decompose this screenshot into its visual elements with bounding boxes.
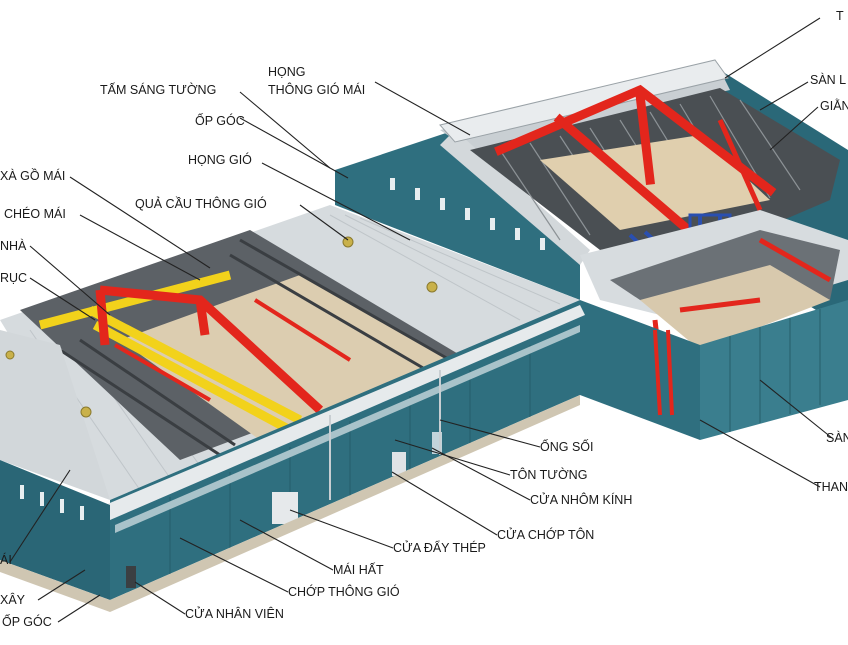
label-hong-gio: HỌNG GIÓ xyxy=(188,152,252,167)
right-wing-wall-panels xyxy=(729,309,821,432)
label-tam-sang-tuong: TẤM SÁNG TƯỜNG xyxy=(100,82,216,97)
left-roof xyxy=(0,330,110,500)
shutter-door xyxy=(392,452,406,476)
right-wing-floor xyxy=(640,265,830,350)
main-wall-panels xyxy=(169,345,531,575)
label-op-goc-top: ỐP GÓC xyxy=(195,113,245,128)
label-cua-chop-ton: CỬA CHỚP TÔN xyxy=(497,527,594,542)
vent-ball-icon xyxy=(342,236,354,248)
main-purlins xyxy=(59,238,451,457)
label-than-right: THAN xyxy=(814,480,848,494)
left-end-wall xyxy=(0,460,110,600)
leader-lines xyxy=(9,17,833,623)
high-bay-roof-front xyxy=(440,130,590,265)
label-mai-hat: MÁI HẤT xyxy=(333,562,384,577)
high-bay-front-wall xyxy=(335,130,580,300)
ventilation-ball-icons xyxy=(5,236,438,418)
label-hong-thong-gio-mai-1: HỌNG xyxy=(268,65,306,79)
left-end-windows xyxy=(20,485,84,520)
downspouts xyxy=(329,370,441,500)
mezzanine-floor xyxy=(540,135,770,230)
high-bay-red-frames xyxy=(494,84,777,247)
overhead-crane xyxy=(38,270,303,434)
label-san-l: SÀN L xyxy=(810,72,846,87)
label-cua-day-thep: CỬA ĐẨY THÉP xyxy=(393,540,486,555)
label-chop-thong-gio: CHỚP THÔNG GIÓ xyxy=(288,584,400,599)
label-qua-cau-thong-gio: QUẢ CẦU THÔNG GIÓ xyxy=(135,196,267,211)
label-hong-thong-gio-mai-2: THÔNG GIÓ MÁI xyxy=(268,82,365,97)
vent-ball-icon xyxy=(5,350,15,360)
high-bay-building xyxy=(335,59,848,440)
staff-door xyxy=(126,566,136,588)
label-cua-nhan-vien: CỬA NHÂN VIÊN xyxy=(185,606,284,621)
label-san-right: SÀN xyxy=(826,430,848,445)
right-wing-side-wall xyxy=(700,300,848,440)
label-ai-left: ÁI xyxy=(0,552,12,567)
glass-door xyxy=(432,432,442,454)
main-red-frames xyxy=(95,285,324,414)
labels: HỌNG THÔNG GIÓ MÁI TẤM SÁNG TƯỜNG ỐP GÓC… xyxy=(0,9,848,629)
label-nha: NHÀ xyxy=(0,238,27,253)
canopy-roof xyxy=(105,305,585,520)
label-ton-tuong: TÔN TƯỜNG xyxy=(510,467,587,482)
red-stair-ladder xyxy=(653,329,674,416)
ridge-vent xyxy=(439,59,729,143)
label-op-goc-bottom: ỐP GÓC xyxy=(2,614,52,629)
vent-ball-icon xyxy=(426,281,438,293)
label-xay-left: XÂY xyxy=(0,592,26,607)
main-bracing xyxy=(113,298,352,402)
steel-sliding-door xyxy=(272,492,298,524)
louver-strip xyxy=(115,325,580,533)
vent-ball-icon xyxy=(80,406,92,418)
label-cua-nhom-kinh: CỬA NHÔM KÍNH xyxy=(530,492,632,507)
label-xa-go-mai: XÀ GỒ MÁI xyxy=(0,168,65,183)
label-ruc: RỤC xyxy=(0,271,27,285)
label-cheo-mai: CHÉO MÁI xyxy=(4,206,66,221)
main-building xyxy=(0,205,585,612)
label-ong-soi: ỐNG SỐI xyxy=(540,439,593,454)
brick-base xyxy=(0,395,580,612)
label-t-top-right: T xyxy=(836,9,844,23)
label-giang: GIẰN xyxy=(820,98,848,113)
main-front-wall xyxy=(110,300,580,600)
